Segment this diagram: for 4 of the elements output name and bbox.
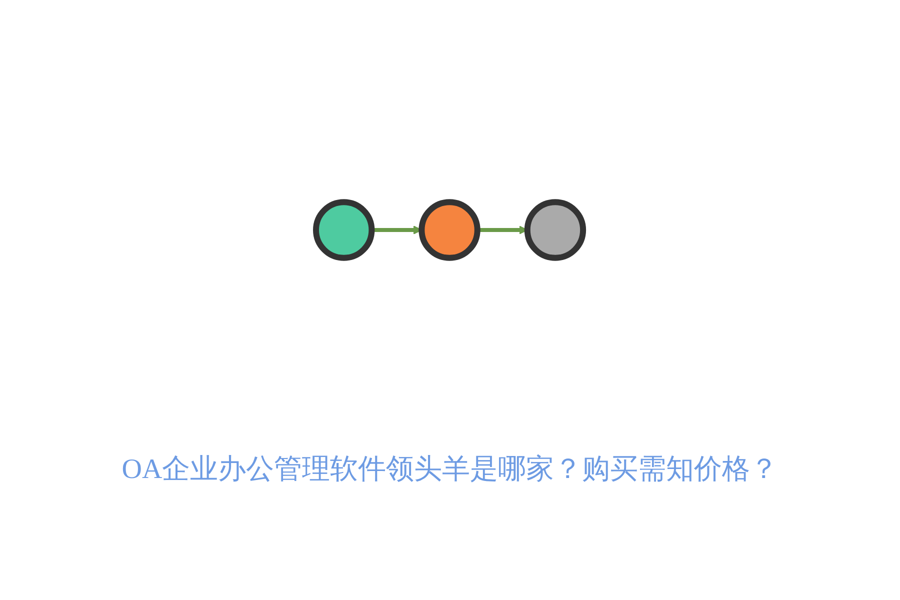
node-circle [524,199,587,261]
node-circle [419,199,481,261]
node-circle [313,199,376,261]
caption: OA企业办公管理软件领头羊是哪家？购买需知价格？ [122,454,778,485]
